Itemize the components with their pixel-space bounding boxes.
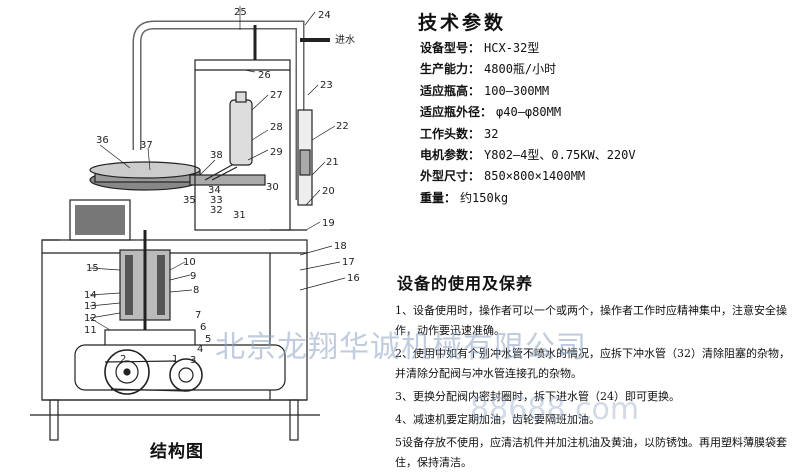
part-label: 12 xyxy=(84,313,97,324)
part-label: 33 xyxy=(210,195,223,206)
spec-value: Y802—4型、0.75KW、220V xyxy=(484,147,636,162)
spec-label: 重量： xyxy=(420,190,457,205)
spec-value: 850×800×1400MM xyxy=(484,169,586,184)
usage-item: 5设备存放不使用，应清洁机件并加注机油及黄油，以防锈蚀。再用塑料薄膜袋套住，保持… xyxy=(395,436,787,469)
part-label: 10 xyxy=(183,257,196,268)
part-label: 1 xyxy=(172,354,178,365)
part-label: 19 xyxy=(322,218,335,229)
part-label: 5 xyxy=(205,334,211,345)
part-label: 21 xyxy=(326,157,339,168)
part-label: 23 xyxy=(320,80,333,91)
spec-label: 适应瓶外径： xyxy=(420,105,493,120)
usage-item: 3、更换分配阀内密封圈时，拆下进水管（24）即可更换。 xyxy=(395,390,680,403)
spec-label: 外型尺寸： xyxy=(420,169,481,184)
spec-row: 适应瓶外径：φ40—φ80MM xyxy=(420,102,636,123)
part-label: 36 xyxy=(96,135,109,146)
specs-list: 设备型号：HCX-32型 生产能力：4800瓶/小时 适应瓶高：100—300M… xyxy=(420,38,636,209)
part-label: 16 xyxy=(347,273,360,284)
part-label: 31 xyxy=(233,210,246,221)
watermark-site: 88688.com xyxy=(470,392,640,427)
structure-diagram: 36 37 38 35 34 33 32 31 30 29 28 27 26 2… xyxy=(30,6,360,441)
part-label: 18 xyxy=(334,241,347,252)
spec-row: 适应瓶高：100—300MM xyxy=(420,81,636,102)
specs-title: 技术参数 xyxy=(418,12,507,34)
part-label: 13 xyxy=(84,301,97,312)
part-label: 25 xyxy=(234,7,247,18)
part-label: 38 xyxy=(210,150,223,161)
part-label: 4 xyxy=(197,344,203,355)
part-label: 35 xyxy=(183,195,196,206)
rinse-chamber xyxy=(194,59,291,231)
spec-row: 电机参数：Y802—4型、0.75KW、220V xyxy=(420,145,636,166)
part-label: 8 xyxy=(193,285,199,296)
part-label: 7 xyxy=(195,310,201,321)
inlet-label: 进水 xyxy=(335,34,355,46)
spec-row: 生产能力：4800瓶/小时 xyxy=(420,59,636,80)
part-label: 29 xyxy=(270,147,283,158)
spec-label: 电机参数： xyxy=(420,147,481,162)
spec-value: HCX-32型 xyxy=(484,41,540,55)
usage-list: 1、设备使用时，操作者可以一个或两个，操作者工作时应精神集中，注意安全操作，动作… xyxy=(395,301,795,476)
spec-value: φ40—φ80MM xyxy=(496,105,562,120)
spec-row: 重量：约150kg xyxy=(420,188,636,209)
part-label: 24 xyxy=(318,10,331,21)
part-label: 26 xyxy=(258,70,271,81)
part-label: 34 xyxy=(208,185,221,196)
spec-label: 生产能力： xyxy=(420,62,481,77)
spec-label: 设备型号： xyxy=(420,41,481,55)
spec-row: 工作头数：32 xyxy=(420,124,636,145)
part-label: 22 xyxy=(336,121,349,132)
spec-value: 4800瓶/小时 xyxy=(484,62,557,77)
part-label: 11 xyxy=(84,325,97,336)
part-label: 9 xyxy=(190,271,196,282)
part-label: 30 xyxy=(266,182,279,193)
part-label: 37 xyxy=(140,140,153,151)
spec-value: 100—300MM xyxy=(484,83,550,98)
part-label: 28 xyxy=(270,122,283,133)
usage-item: 2、使用中如有个别冲水管不喷水的情况，应拆下冲水管（32）清除阻塞的杂物，并清除… xyxy=(395,347,790,380)
spec-label: 工作头数： xyxy=(420,126,481,141)
part-label: 32 xyxy=(210,205,223,216)
usage-item: 4、减速机要定期加油，齿轮要隔班加油。 xyxy=(395,413,600,426)
spec-value: 32 xyxy=(484,126,499,141)
part-label: 3 xyxy=(190,355,196,366)
spec-row: 外型尺寸：850×800×1400MM xyxy=(420,166,636,187)
part-label: 27 xyxy=(270,90,283,101)
part-label: 14 xyxy=(84,290,97,301)
part-label: 2 xyxy=(120,354,126,365)
spec-row: 设备型号：HCX-32型 xyxy=(420,38,636,59)
part-label: 17 xyxy=(342,257,355,268)
part-label: 6 xyxy=(200,322,206,333)
diagram-caption: 结构图 xyxy=(150,442,204,462)
watermark-company: 北京龙翔华诚机械有限公司 xyxy=(215,330,587,365)
part-label: 15 xyxy=(86,263,99,274)
usage-title: 设备的使用及保养 xyxy=(397,274,534,293)
spec-label: 适应瓶高： xyxy=(420,83,481,98)
usage-item: 1、设备使用时，操作者可以一个或两个，操作者工作时应精神集中，注意安全操作，动作… xyxy=(395,304,787,337)
part-label: 20 xyxy=(322,186,335,197)
spec-value: 约150kg xyxy=(460,190,509,205)
